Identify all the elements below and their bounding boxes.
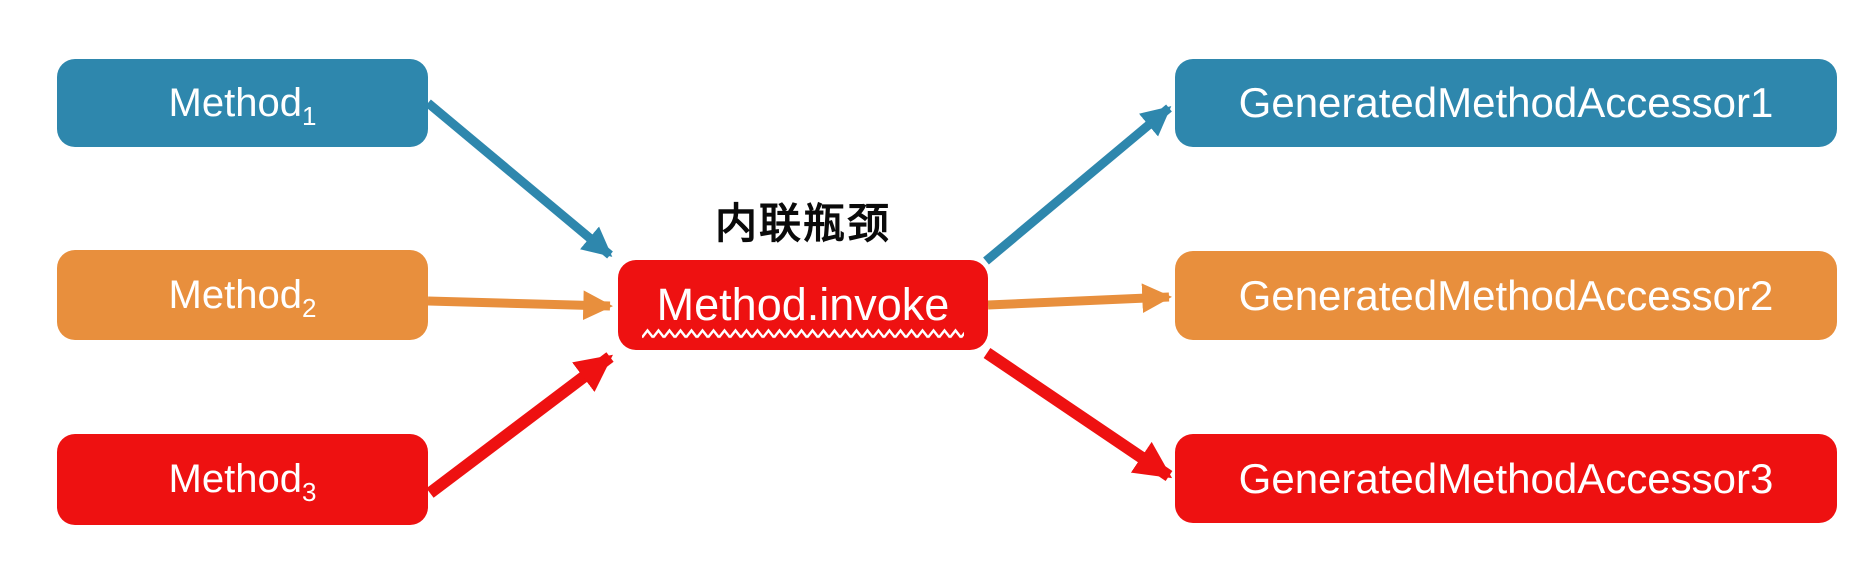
method-invoke-label: Method.invoke <box>656 279 950 330</box>
accessor3-label: GeneratedMethodAccessor3 <box>1238 454 1774 502</box>
method2-box: Method2 <box>57 250 428 340</box>
arrow-method2-to-invoke <box>427 290 613 321</box>
method2-subscript: 2 <box>301 292 317 323</box>
method1-box: Method1 <box>57 59 428 147</box>
accessor3-box: GeneratedMethodAccessor3 <box>1175 434 1837 523</box>
method3-label: Method3 <box>168 457 317 507</box>
arrow-method3-to-invoke <box>426 352 614 498</box>
arrow-invoke-to-accessor2 <box>987 283 1172 314</box>
accessor1-box: GeneratedMethodAccessor1 <box>1175 59 1837 147</box>
method1-subscript: 1 <box>301 100 317 131</box>
accessor2-box: GeneratedMethodAccessor2 <box>1175 251 1837 340</box>
method3-subscript: 3 <box>301 477 317 507</box>
method-invoke-box: Method.invoke <box>618 260 988 350</box>
accessor2-label: GeneratedMethodAccessor2 <box>1238 271 1774 319</box>
bottleneck-annotation: 内联瓶颈 <box>714 200 891 247</box>
method1-label: Method1 <box>168 80 317 131</box>
accessor1-label: GeneratedMethodAccessor1 <box>1238 79 1774 126</box>
arrow-invoke-to-accessor3 <box>983 348 1173 481</box>
method2-label: Method2 <box>168 272 317 323</box>
arrow-method1-to-invoke <box>425 99 613 259</box>
arrow-invoke-to-accessor1 <box>983 104 1172 265</box>
method3-box: Method3 <box>57 434 428 525</box>
spellcheck-squiggle <box>642 328 964 339</box>
